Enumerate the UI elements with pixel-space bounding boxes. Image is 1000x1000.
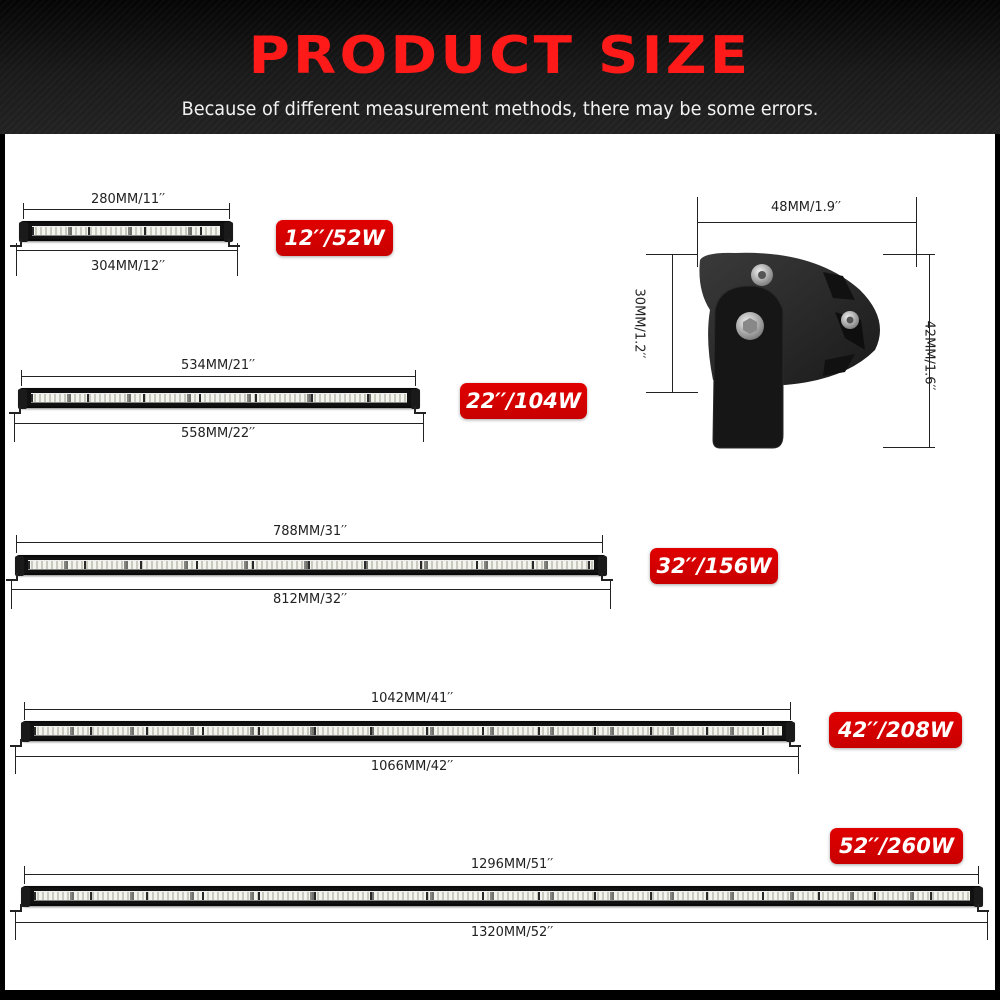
- light-bar-image: [18, 388, 420, 409]
- overall-dimension-line: [15, 756, 799, 757]
- mount-foot: [10, 904, 22, 912]
- header-banner: PRODUCT SIZE Because of different measur…: [0, 0, 1000, 134]
- overall-dimension-line: [15, 922, 988, 923]
- inner-length-label: 788MM/31′′: [272, 524, 348, 539]
- light-bar-image: [21, 721, 795, 742]
- overall-length-label: 558MM/22′′: [180, 426, 256, 441]
- model-badge: 22′′/104W: [460, 383, 587, 419]
- total-height-line: [929, 254, 930, 447]
- side-width-line: [697, 222, 917, 223]
- model-badge: 52′′/260W: [830, 828, 963, 864]
- mount-foot: [414, 406, 426, 414]
- overall-length-label: 812MM/32′′: [272, 592, 348, 607]
- dimension-tick: [16, 535, 17, 553]
- light-bar-image: [15, 555, 607, 576]
- dimension-tick: [978, 866, 979, 884]
- body-height-label: 30MM/1.2′′: [631, 288, 647, 359]
- dimension-tick: [24, 866, 25, 884]
- mount-foot: [601, 573, 613, 581]
- inner-dimension-line: [24, 709, 791, 710]
- dimension-tick: [229, 203, 230, 219]
- dimension-tick: [15, 746, 16, 774]
- page-subtitle: Because of different measurement methods…: [181, 98, 819, 120]
- dimension-tick: [237, 243, 238, 276]
- dimension-tick: [11, 580, 12, 609]
- mount-foot: [9, 406, 21, 414]
- dimension-tick: [602, 535, 603, 553]
- dimension-tick: [15, 912, 16, 940]
- light-bar-image: [19, 221, 233, 242]
- dimension-tick: [883, 447, 935, 448]
- overall-dimension-line: [16, 250, 238, 251]
- dimension-tick: [916, 197, 917, 267]
- mount-foot: [789, 739, 801, 747]
- mount-foot: [10, 739, 22, 747]
- dimension-tick: [14, 412, 15, 442]
- inner-dimension-line: [24, 874, 979, 875]
- inner-dimension-line: [23, 209, 230, 210]
- total-height-label: 42MM/1.6′′: [921, 320, 937, 391]
- dimension-tick: [646, 392, 698, 393]
- model-badge: 42′′/208W: [829, 712, 962, 748]
- overall-length-label: 1066MM/42′′: [370, 759, 454, 774]
- overall-dimension-line: [11, 589, 611, 590]
- mount-foot: [6, 573, 18, 581]
- bracket-side-photo: [699, 252, 880, 449]
- inner-length-label: 1296MM/51′′: [470, 857, 554, 872]
- dimension-tick: [798, 746, 799, 774]
- model-badge: 12′′/52W: [276, 220, 393, 256]
- inner-dimension-line: [16, 542, 603, 543]
- model-badge: 32′′/156W: [650, 548, 778, 584]
- overall-dimension-line: [14, 423, 424, 424]
- body-height-line: [672, 254, 673, 392]
- overall-length-label: 1320MM/52′′: [470, 925, 554, 940]
- dimension-tick: [610, 580, 611, 609]
- dimension-tick: [883, 254, 935, 255]
- mount-foot: [977, 904, 989, 912]
- inner-dimension-line: [21, 376, 416, 377]
- overall-length-label: 304MM/12′′: [90, 259, 166, 274]
- dimension-tick: [16, 243, 17, 276]
- inner-length-label: 534MM/21′′: [180, 358, 256, 373]
- mount-foot: [228, 239, 240, 247]
- dimension-tick: [415, 370, 416, 386]
- inner-length-label: 280MM/11′′: [90, 192, 166, 207]
- dimension-tick: [21, 370, 22, 386]
- dimension-tick: [697, 197, 698, 267]
- dimension-tick: [987, 912, 988, 940]
- page-title: PRODUCT SIZE: [248, 26, 752, 86]
- dimension-tick: [24, 702, 25, 720]
- inner-length-label: 1042MM/41′′: [370, 691, 454, 706]
- side-width-label: 48MM/1.9′′: [771, 200, 841, 215]
- dimension-tick: [790, 702, 791, 720]
- dimension-tick: [423, 412, 424, 442]
- light-bar-image: [21, 886, 983, 907]
- dimension-tick: [23, 203, 24, 219]
